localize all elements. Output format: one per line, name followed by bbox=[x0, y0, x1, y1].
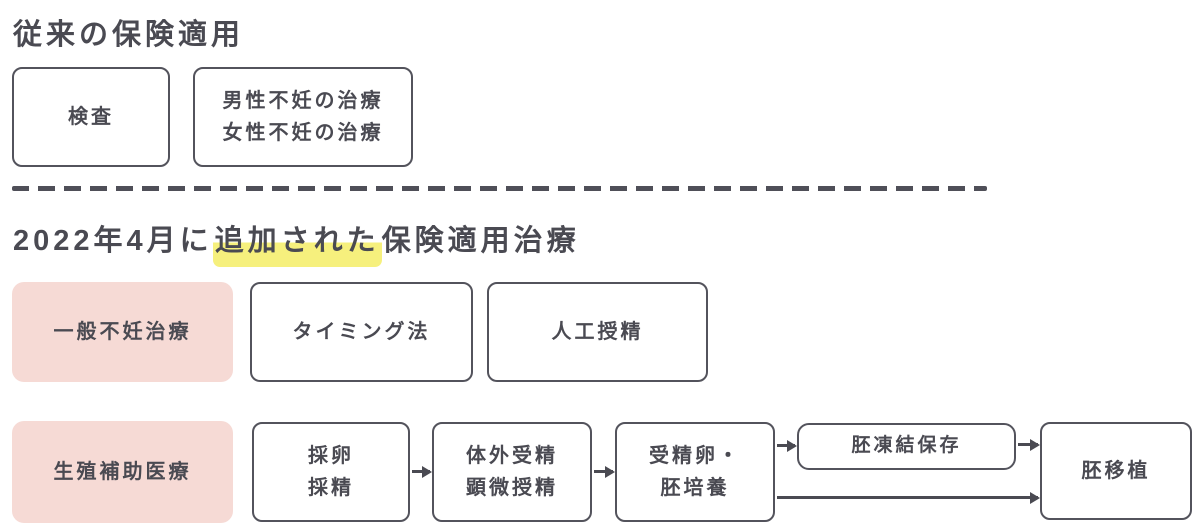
exam-box-label: 検査 bbox=[68, 106, 114, 128]
male-infertility-label: 男性不妊の治療 bbox=[222, 90, 384, 112]
ivf-icsi-box: 体外受精 顕微授精 bbox=[432, 422, 592, 522]
arrow-right-icon bbox=[594, 470, 613, 473]
arrow-right-long-icon bbox=[777, 496, 1038, 499]
conventional-coverage-title: 従来の保険適用 bbox=[13, 19, 245, 51]
egg-collection-label: 採卵 bbox=[308, 445, 354, 467]
category-general-fertility-label: 一般不妊治療 bbox=[53, 321, 192, 343]
embryo-transfer-label: 胚移植 bbox=[1081, 460, 1151, 482]
ivf-label: 体外受精 bbox=[466, 445, 558, 467]
sperm-collection-label: 採精 bbox=[308, 477, 354, 499]
infertility-treatment-box: 男性不妊の治療 女性不妊の治療 bbox=[193, 67, 413, 167]
added-title-pre: 2022年4月に bbox=[13, 225, 213, 257]
artificial-insemination-box: 人工授精 bbox=[487, 282, 708, 382]
icsi-label: 顕微授精 bbox=[466, 477, 558, 499]
arrow-right-icon bbox=[777, 444, 795, 447]
artificial-insemination-label: 人工授精 bbox=[551, 321, 644, 343]
arrow-right-icon bbox=[412, 470, 430, 473]
female-infertility-label: 女性不妊の治療 bbox=[222, 122, 384, 144]
arrow-right-icon bbox=[1018, 443, 1038, 446]
exam-box: 検査 bbox=[12, 67, 170, 167]
timing-method-label: タイミング法 bbox=[292, 321, 431, 343]
added-title-post: 保険適用治療 bbox=[381, 225, 580, 257]
egg-sperm-collection-box: 採卵 採精 bbox=[252, 422, 410, 522]
embryo-culture-box: 受精卵・ 胚培養 bbox=[615, 422, 775, 522]
category-assisted-reproduction-label: 生殖補助医療 bbox=[53, 461, 192, 483]
category-general-fertility: 一般不妊治療 bbox=[12, 282, 233, 382]
timing-method-box: タイミング法 bbox=[250, 282, 473, 382]
added-coverage-title: 2022年4月に追加された保険適用治療 bbox=[13, 217, 580, 267]
embryo-transfer-box: 胚移植 bbox=[1040, 422, 1192, 520]
category-assisted-reproduction: 生殖補助医療 bbox=[12, 421, 233, 523]
fertilized-egg-label: 受精卵・ bbox=[649, 445, 741, 467]
embryo-freezing-label: 胚凍結保存 bbox=[851, 435, 962, 457]
embryo-culture-label: 胚培養 bbox=[660, 477, 730, 499]
added-title-highlighted: 追加された bbox=[212, 225, 382, 267]
dashed-divider bbox=[12, 186, 987, 191]
embryo-freezing-box: 胚凍結保存 bbox=[797, 423, 1016, 470]
